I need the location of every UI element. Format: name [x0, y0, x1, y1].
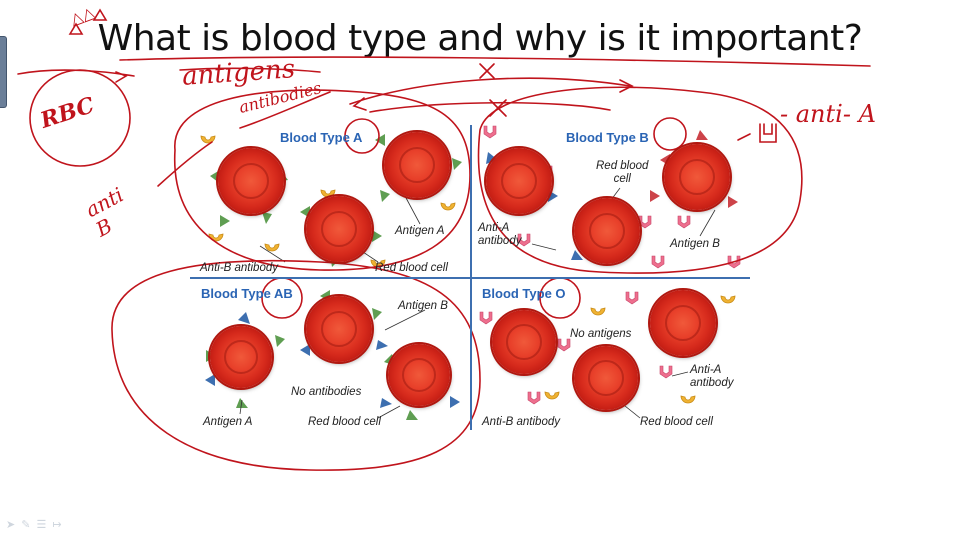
label-red-blood-cell: Red blood cell	[596, 160, 649, 185]
label-antigen-b: Antigen B	[670, 238, 720, 250]
red-blood-cell	[574, 198, 640, 264]
label-anti-a-antibody: Anti-A antibody	[478, 222, 522, 247]
red-blood-cell	[492, 310, 556, 374]
red-blood-cell	[218, 148, 284, 214]
label-antigen-a: Antigen A	[203, 416, 253, 428]
label-antigen-a: Antigen A	[395, 225, 445, 237]
red-blood-cell	[664, 144, 730, 210]
red-blood-cell	[574, 346, 638, 410]
panel-title-type-b: Blood Type B	[566, 130, 649, 145]
pen-icon[interactable]: ✎	[21, 519, 31, 531]
next-icon[interactable]: ↦	[52, 519, 62, 531]
red-blood-cell	[486, 148, 552, 214]
red-blood-cell	[388, 344, 450, 406]
red-blood-cell	[210, 326, 272, 388]
label-red-blood-cell: Red blood cell	[375, 262, 448, 274]
label-anti-b-antibody: Anti-B antibody	[482, 416, 560, 428]
red-blood-cell	[650, 290, 716, 356]
label-anti-b-antibody: Anti-B antibody	[200, 262, 278, 274]
quadrant-divider-horizontal	[190, 277, 750, 279]
panel-title-type-a: Blood Type A	[280, 130, 363, 145]
annotation-anti-a: - anti- A	[780, 100, 876, 128]
label-no-antibodies: No antibodies	[291, 386, 362, 398]
label-no-antigens: No antigens	[570, 328, 632, 340]
red-blood-cell	[306, 196, 372, 262]
label-red-blood-cell: Red blood cell	[640, 416, 713, 428]
panel-title-type-o: Blood Type O	[482, 286, 566, 301]
pointer-icon[interactable]: ➤	[6, 519, 16, 531]
menu-icon[interactable]: ☰	[36, 519, 47, 531]
label-antigen-b: Antigen B	[398, 300, 448, 312]
panel-title-type-ab: Blood Type AB	[201, 286, 293, 301]
label-anti-a-antibody: Anti-A antibody	[690, 364, 734, 389]
red-blood-cell	[306, 296, 372, 362]
label-red-blood-cell: Red blood cell	[308, 416, 381, 428]
slide-title: What is blood type and why is it importa…	[97, 18, 863, 59]
presentation-toolbar: ➤ ✎ ☰ ↦	[6, 518, 62, 531]
side-panel-handle[interactable]	[0, 36, 7, 108]
red-blood-cell	[384, 132, 450, 198]
